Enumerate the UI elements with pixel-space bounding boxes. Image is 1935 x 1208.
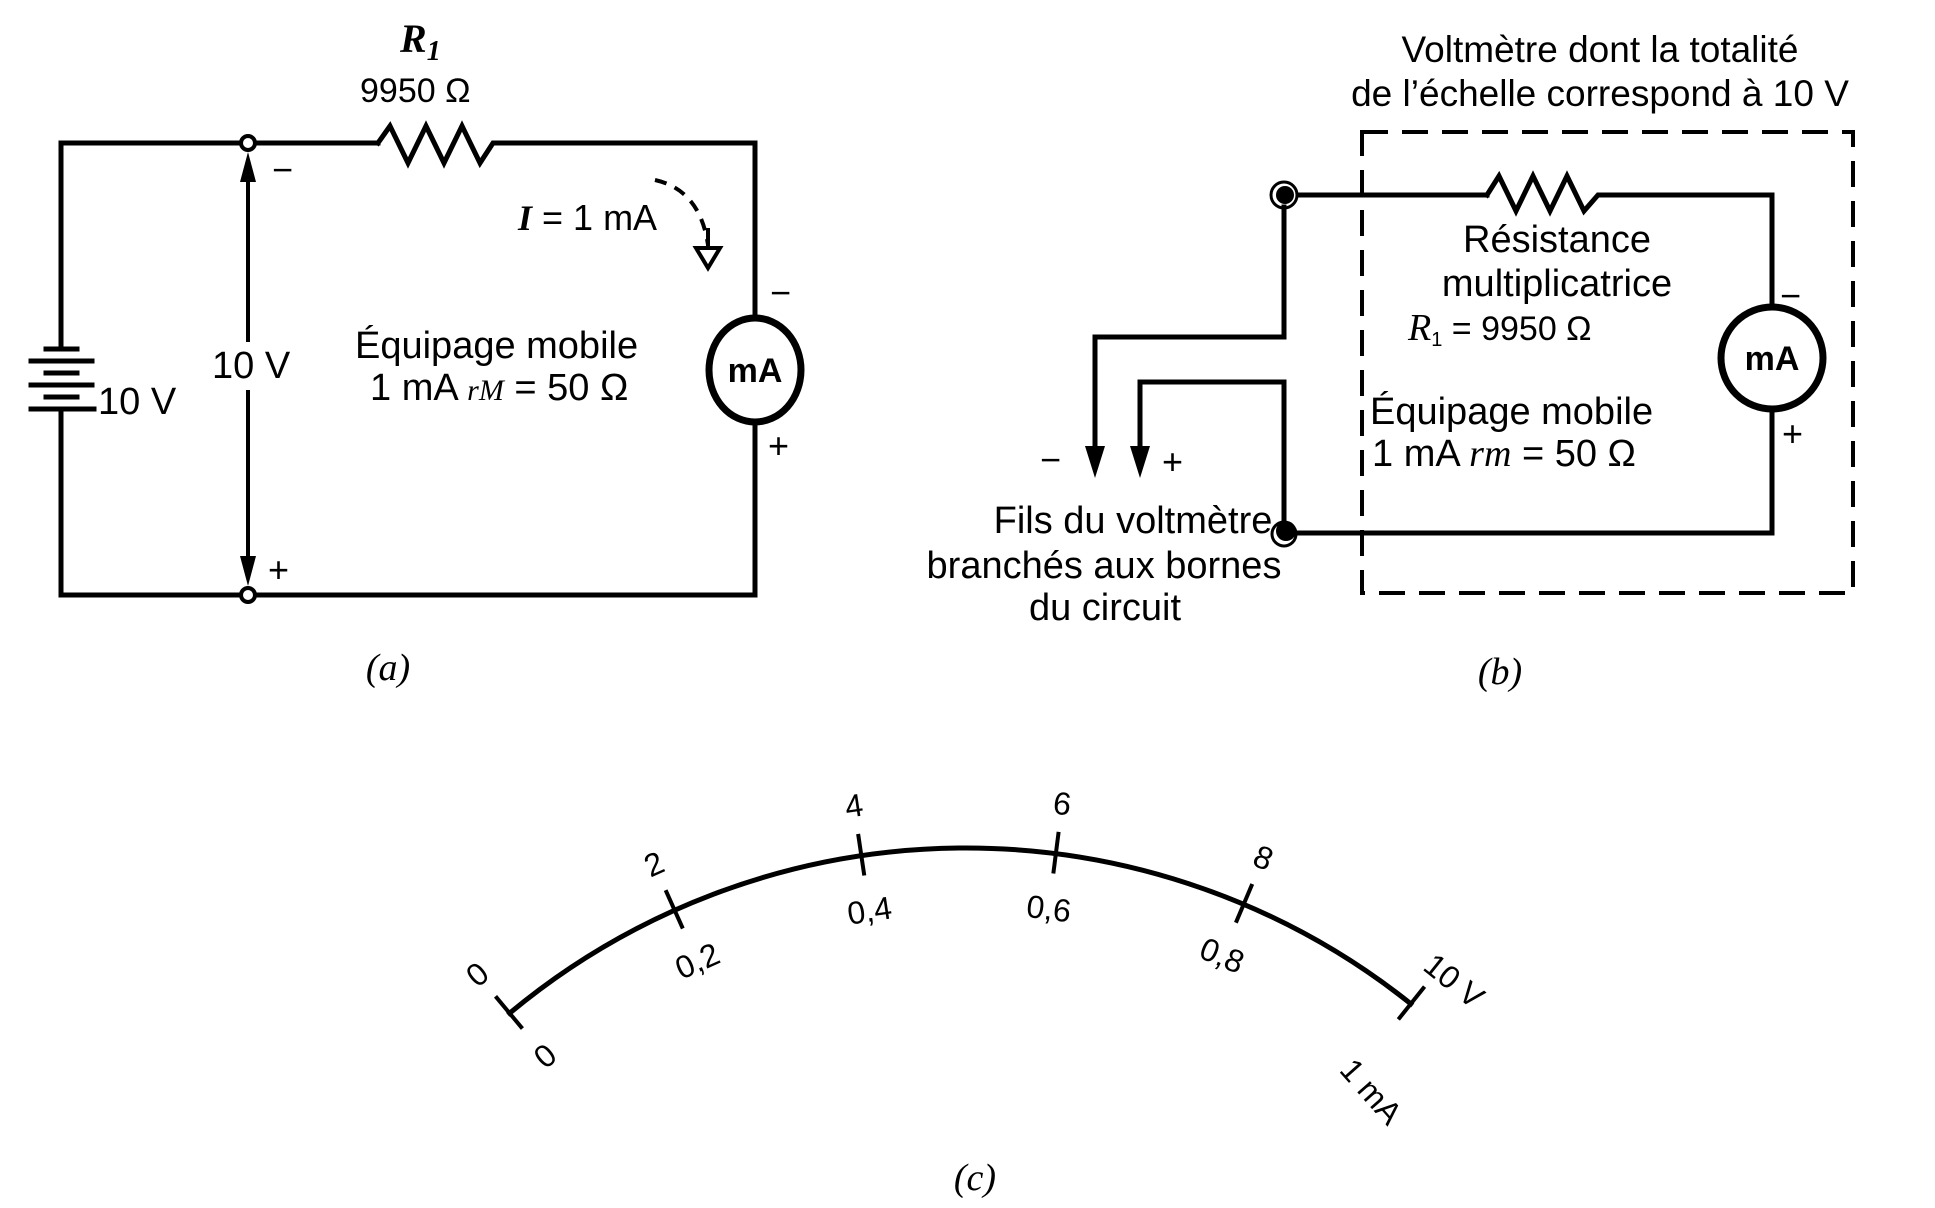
leads-caption-line1: Fils du voltmètre	[994, 500, 1273, 542]
meter-b-plus: +	[1782, 413, 1803, 454]
meter-a-plus: +	[768, 425, 789, 466]
caption-b: (b)	[1478, 651, 1522, 693]
voltmeter-title-line2: de l’échelle correspond à 10 V	[1351, 73, 1849, 114]
voltage-arrow	[240, 152, 256, 586]
scale-ma-label: 0,2	[670, 935, 725, 986]
arrow-down-icon	[240, 556, 256, 586]
current-direction-arrow	[654, 178, 710, 246]
scale-ma-label: 0,4	[845, 890, 894, 932]
voltmeter-title-line1: Voltmètre dont la totalité	[1402, 29, 1799, 70]
scale-tick	[493, 995, 524, 1030]
arrow-up-icon	[240, 152, 256, 182]
scale-ma-label: 1 mA	[1333, 1052, 1410, 1132]
wire-b-right-top	[1610, 192, 1775, 309]
resistor-multiplier	[1483, 170, 1616, 217]
lead-plus-sign: +	[1162, 441, 1183, 482]
movement-a-line2: 1 mA rM = 50 Ω	[370, 367, 628, 409]
terminal-top-sign: −	[272, 149, 293, 190]
meter-a-label: mA	[728, 352, 783, 390]
meter-a-minus: −	[770, 272, 791, 313]
lead-minus-arrow-icon	[1085, 446, 1105, 478]
meter-scale: 0 0 2 0,2 4 0,4 6 0,6 8 0,8 10 V1 mA (c)	[459, 785, 1492, 1199]
lead-plus-wire	[1137, 379, 1287, 525]
milliammeter-b	[1717, 303, 1827, 413]
leads-caption-line3: du circuit	[1029, 587, 1181, 629]
meter-b-minus: −	[1780, 275, 1801, 316]
wire-a-right-bottom	[250, 419, 758, 598]
wire-a-top-left	[58, 140, 246, 352]
movement-b-line1: Équipage mobile	[1370, 390, 1653, 433]
scale-tick	[1234, 883, 1255, 924]
multiplier-line2: multiplicatrice	[1442, 263, 1672, 305]
scale-volt-label: 4	[842, 787, 865, 825]
scale-tick	[663, 889, 685, 930]
battery-icon	[28, 346, 97, 412]
multiplier-line1: Résistance	[1463, 219, 1651, 261]
caption-a: (a)	[366, 647, 410, 689]
scale-tick	[856, 833, 867, 876]
terminal-a-bottom	[239, 586, 257, 604]
multiplier-value: R1 = 9950 Ω	[1407, 307, 1592, 351]
wire-b-right-bottom	[1289, 407, 1775, 536]
hollow-arrow-down-icon	[692, 246, 724, 272]
scale-volt-label: 10 V	[1417, 946, 1491, 1016]
scale-volt-label: 2	[638, 844, 669, 884]
scale-ma-label: 0,6	[1024, 888, 1073, 929]
terminal-b-bottom	[1270, 520, 1298, 548]
wire-a-top-right	[502, 140, 758, 321]
movement-b-line2: 1 mA rm = 50 Ω	[1372, 433, 1636, 475]
caption-c: (c)	[954, 1157, 996, 1199]
terminal-bottom-sign: +	[268, 549, 289, 590]
scale-arc	[506, 845, 1415, 1017]
terminal-b-top	[1269, 180, 1299, 210]
lead-plus-arrow-icon	[1130, 446, 1150, 478]
voltmeter-enclosure	[1360, 130, 1855, 595]
voltage-arrow-label: 10 V	[212, 345, 291, 387]
meter-b-label: mA	[1745, 340, 1800, 378]
scale-ticks	[493, 831, 1427, 1030]
current-label: I = 1 mA	[517, 197, 657, 238]
scale-ma-label: 0	[527, 1036, 564, 1075]
terminal-a-top	[239, 134, 257, 152]
circuit-a: 10 V 10 V − + R1 9950 Ω I = 1 mA Équipag…	[28, 16, 805, 689]
lead-minus-wire	[1092, 204, 1287, 455]
milliammeter-a	[705, 314, 805, 426]
resistor-r1-a	[374, 120, 508, 169]
scale-volt-label: 0	[459, 955, 496, 994]
scale-volt-label: 6	[1051, 785, 1073, 823]
scale-tick	[1396, 985, 1427, 1021]
resistor-value-a: 9950 Ω	[360, 72, 471, 110]
scale-labels: 0 0 2 0,2 4 0,4 6 0,6 8 0,8 10 V1 mA	[459, 785, 1492, 1132]
movement-a-line1: Équipage mobile	[355, 324, 638, 367]
scale-ma-label: 0,8	[1195, 930, 1250, 980]
battery-voltage-label: 10 V	[98, 381, 177, 423]
scale-tick	[1051, 831, 1061, 874]
scale-volt-label: 8	[1248, 838, 1278, 878]
leads-caption-line2: branchés aux bornes	[927, 545, 1282, 587]
circuit-b: Voltmètre dont la totalité de l’échelle …	[927, 29, 1855, 693]
lead-minus-sign: −	[1040, 439, 1061, 480]
resistor-name-a: R1	[399, 16, 441, 67]
wire-a-bottom-left	[58, 406, 246, 598]
